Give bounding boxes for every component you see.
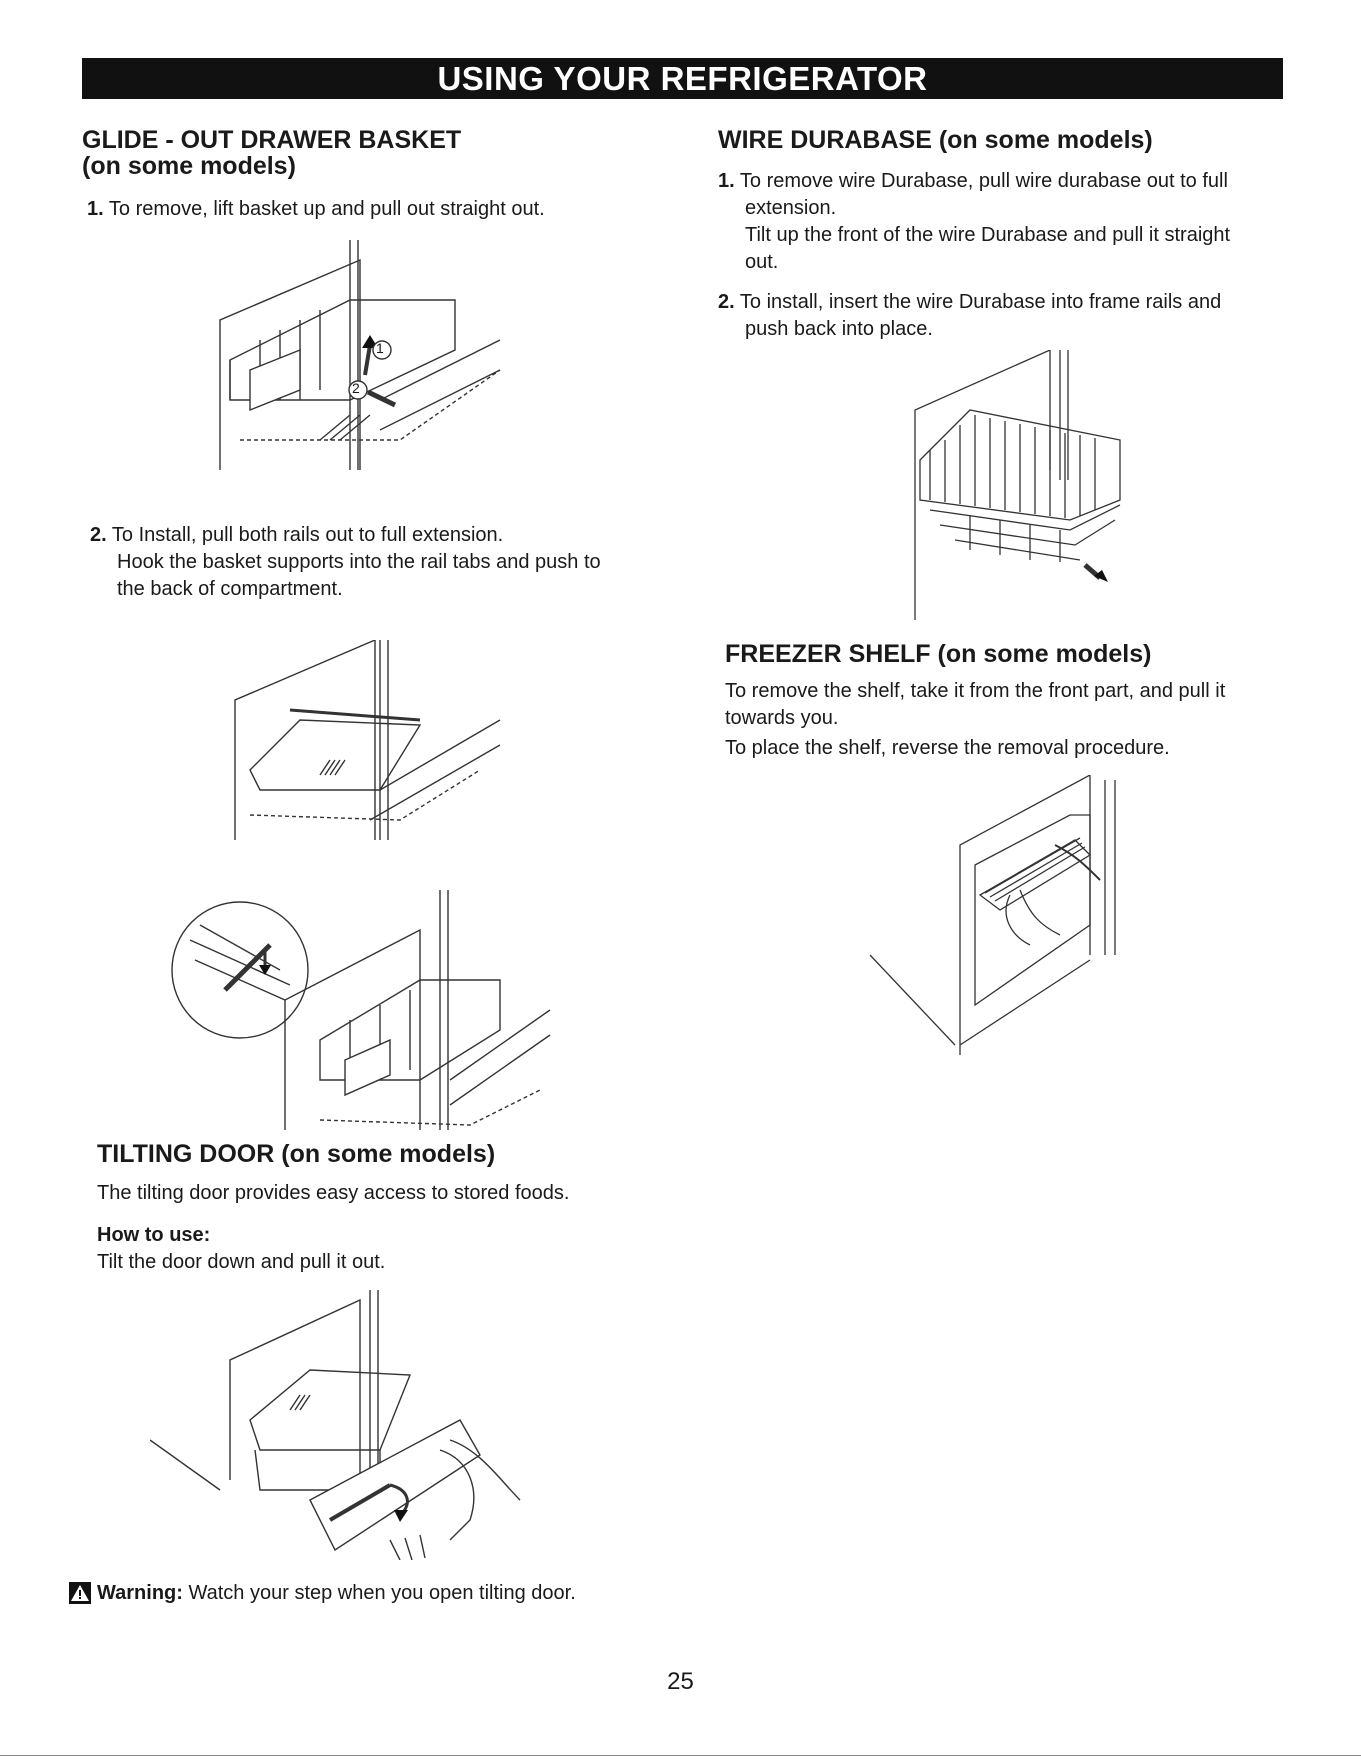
page-header-banner: USING YOUR REFRIGERATOR <box>82 58 1283 99</box>
freezer-title: FREEZER SHELF (on some models) <box>725 640 1152 668</box>
tilting-intro: The tilting door provides easy access to… <box>97 1182 570 1204</box>
bottom-rule <box>0 1755 1361 1756</box>
howto-label: How to use: <box>97 1224 211 1246</box>
wire-step2-line2: push back into place. <box>745 318 933 340</box>
glide-step2-number: 2. <box>90 524 107 546</box>
freezer-shelf-illustration <box>860 775 1160 1055</box>
glide-step1-text: To remove, lift basket up and pull out s… <box>108 198 545 220</box>
page-number: 25 <box>667 1668 694 1695</box>
warning-icon <box>69 1582 91 1604</box>
freezer-line1: To remove the shelf, take it from the fr… <box>725 680 1226 702</box>
wire-step1-line1: 1. To remove wire Durabase, pull wire du… <box>718 168 1228 195</box>
glide-step2-text1: To Install, pull both rails out to full … <box>111 524 504 546</box>
glide-step2-line3: the back of compartment. <box>117 578 343 600</box>
wire-step2-text1: To install, insert the wire Durabase int… <box>739 291 1222 313</box>
howto-text: Tilt the door down and pull it out. <box>97 1251 386 1273</box>
tilting-title: TILTING DOOR (on some models) <box>97 1140 496 1168</box>
tilting-door-illustration <box>150 1290 540 1560</box>
warning-label: Warning: <box>97 1582 183 1604</box>
step1-arrow-label: 1 <box>376 340 384 356</box>
wire-step1-number: 1. <box>718 170 735 192</box>
warning-text: Watch your step when you open tilting do… <box>188 1582 576 1604</box>
freezer-line2: towards you. <box>725 707 839 729</box>
wire-step1-line4: out. <box>745 251 779 273</box>
glide-step1: 1. To remove, lift basket up and pull ou… <box>87 196 545 223</box>
glide-step2-line1: 2. To Install, pull both rails out to fu… <box>90 522 503 549</box>
freezer-line3: To place the shelf, reverse the removal … <box>725 737 1170 759</box>
wire-step1-line2: extension. <box>745 197 837 219</box>
glide-step1-number: 1. <box>87 198 104 220</box>
basket-removal-illustration: 1 2 <box>200 240 530 470</box>
glide-step2-line2: Hook the basket supports into the rail t… <box>117 551 601 573</box>
wire-step2-number: 2. <box>718 291 735 313</box>
warning-line: Warning: Watch your step when you open t… <box>97 1580 576 1607</box>
wire-step2-line1: 2. To install, insert the wire Durabase … <box>718 289 1221 316</box>
basket-install-illustration <box>170 890 570 1130</box>
wire-step1-line3: Tilt up the front of the wire Durabase a… <box>745 224 1231 246</box>
wire-title: WIRE DURABASE (on some models) <box>718 126 1153 154</box>
wire-step1-text1: To remove wire Durabase, pull wire durab… <box>739 170 1228 192</box>
glide-title-line2: (on some models) <box>82 152 296 180</box>
drawer-rails-illustration <box>220 640 510 840</box>
wire-durabase-illustration <box>910 350 1130 620</box>
step2-arrow-label: 2 <box>352 380 360 396</box>
glide-title-line1: GLIDE - OUT DRAWER BASKET <box>82 126 462 154</box>
